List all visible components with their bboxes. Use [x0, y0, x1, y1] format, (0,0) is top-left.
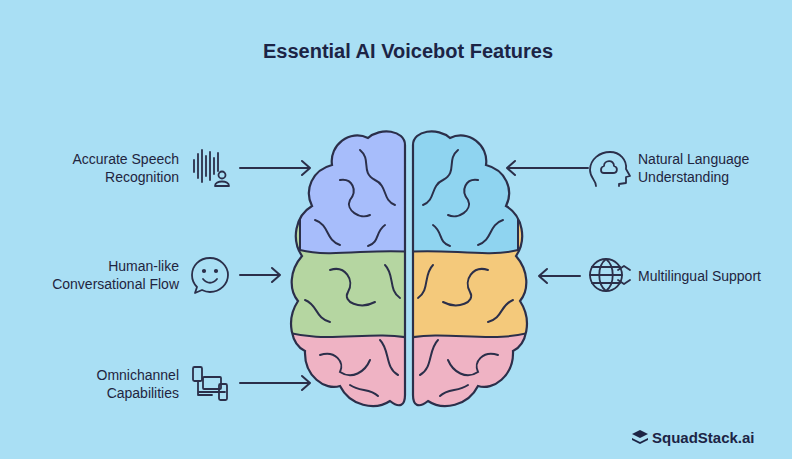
brain-left-half: [280, 120, 410, 420]
brand-logo-text: SquadStack.ai: [652, 429, 755, 446]
head-icon: [590, 152, 630, 186]
leader-arrows: [240, 161, 588, 390]
feature-label: Human-like Conversational Flow: [39, 257, 179, 293]
feature-label: Natural Language Understanding: [638, 150, 778, 186]
brain-right-half: [408, 120, 538, 420]
chat-icon: [192, 258, 228, 293]
logo-icon: [632, 430, 648, 444]
diagram-title: Essential AI Voicebot Features: [0, 40, 792, 63]
feature-label: Omnichannel Capabilities: [39, 366, 179, 402]
globe-icon: [590, 259, 630, 291]
speech-icon: [194, 150, 229, 186]
devices-icon: [193, 367, 227, 400]
feature-label: Accurate Speech Recognition: [39, 150, 179, 186]
feature-label: Multilingual Support: [638, 267, 778, 285]
brain: [280, 120, 538, 420]
